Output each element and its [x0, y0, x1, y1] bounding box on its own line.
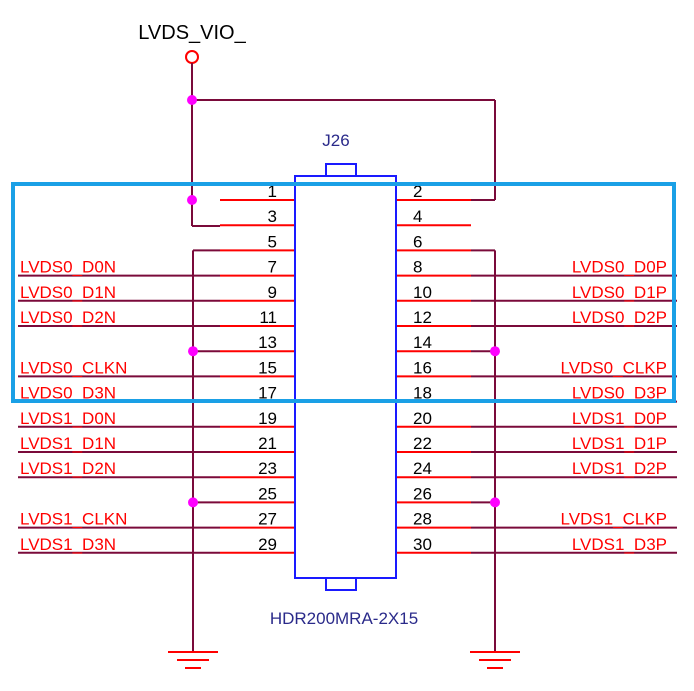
pin-number-right: 18 [413, 384, 432, 403]
net-label-left: LVDS1_CLKN [20, 510, 127, 529]
pin-number-left: 7 [268, 258, 277, 277]
power-port-circle [185, 50, 199, 64]
net-label-right: LVDS0_D1P [572, 283, 667, 302]
connector-body [294, 163, 397, 591]
net-label-left: LVDS1_D0N [20, 409, 116, 428]
pin-number-left: 21 [258, 434, 277, 453]
pin-number-left: 27 [258, 510, 277, 529]
junction-dot [187, 95, 197, 105]
pin-number-right: 2 [413, 182, 422, 201]
connector-body-rect [294, 175, 397, 579]
pin-number-left: 17 [258, 384, 277, 403]
pin-number-right: 20 [413, 409, 432, 428]
net-label-right: LVDS1_D1P [572, 434, 667, 453]
junction-dot [490, 346, 500, 357]
net-label-right: LVDS1_CLKP [561, 510, 667, 529]
pin-number-right: 16 [413, 358, 432, 377]
pin-number-right: 30 [413, 535, 432, 554]
pin-number-left: 9 [268, 283, 277, 302]
pin-number-right: 12 [413, 308, 432, 327]
junctions [187, 95, 500, 508]
pin-number-left: 23 [258, 459, 277, 478]
pin-number-left: 15 [258, 358, 277, 377]
junction-dot [188, 497, 198, 508]
connector-key-top [325, 163, 357, 177]
net-label-left: LVDS0_D3N [20, 384, 116, 403]
net-label-right: LVDS1_D2P [572, 459, 667, 478]
net-label-right: LVDS1_D0P [572, 409, 667, 428]
net-label-left: LVDS0_CLKN [20, 358, 127, 377]
ref-designator: J26 [322, 131, 349, 150]
part-name: HDR200MRA-2X15 [270, 609, 418, 628]
pin-number-right: 6 [413, 232, 422, 251]
pin-number-left: 13 [258, 333, 277, 352]
pin-number-right: 10 [413, 283, 432, 302]
junction-dot [187, 195, 197, 205]
net-label-right: LVDS1_D3P [572, 535, 667, 554]
net-label-left: LVDS0_D1N [20, 283, 116, 302]
pin-number-right: 14 [413, 333, 432, 352]
pin-number-right: 28 [413, 510, 432, 529]
net-label-right: LVDS0_D2P [572, 308, 667, 327]
ground-symbols [168, 651, 520, 669]
power-net-label: LVDS_VIO_ [138, 22, 246, 44]
pin-number-left: 3 [268, 207, 277, 226]
header-pins [220, 199, 471, 554]
net-label-left: LVDS0_D2N [20, 308, 116, 327]
pin-number-right: 24 [413, 459, 432, 478]
pin-number-left: 19 [258, 409, 277, 428]
junction-dot [188, 346, 198, 357]
net-label-left: LVDS1_D1N [20, 434, 116, 453]
pin-number-right: 4 [413, 207, 422, 226]
net-label-right: LVDS0_D3P [572, 384, 667, 403]
net-label-left: LVDS0_D0N [20, 258, 116, 277]
pin-number-left: 5 [268, 232, 277, 251]
pin-number-right: 22 [413, 434, 432, 453]
net-label-left: LVDS1_D2N [20, 459, 116, 478]
selection-highlight [11, 182, 676, 403]
pin-number-left: 25 [258, 484, 277, 503]
connector-key-bottom [325, 577, 357, 591]
net-label-left: LVDS1_D3N [20, 535, 116, 554]
net-label-right: LVDS0_CLKP [561, 358, 667, 377]
pin-number-left: 11 [259, 308, 277, 327]
pin-number-left: 1 [268, 182, 277, 201]
junction-dot [490, 497, 500, 508]
net-label-right: LVDS0_D0P [572, 258, 667, 277]
ground-symbol-right [470, 651, 520, 669]
pin-number-right: 8 [413, 258, 422, 277]
pin-number-right: 26 [413, 484, 432, 503]
pin-number-left: 29 [258, 535, 277, 554]
ground-symbol-left [168, 651, 218, 669]
